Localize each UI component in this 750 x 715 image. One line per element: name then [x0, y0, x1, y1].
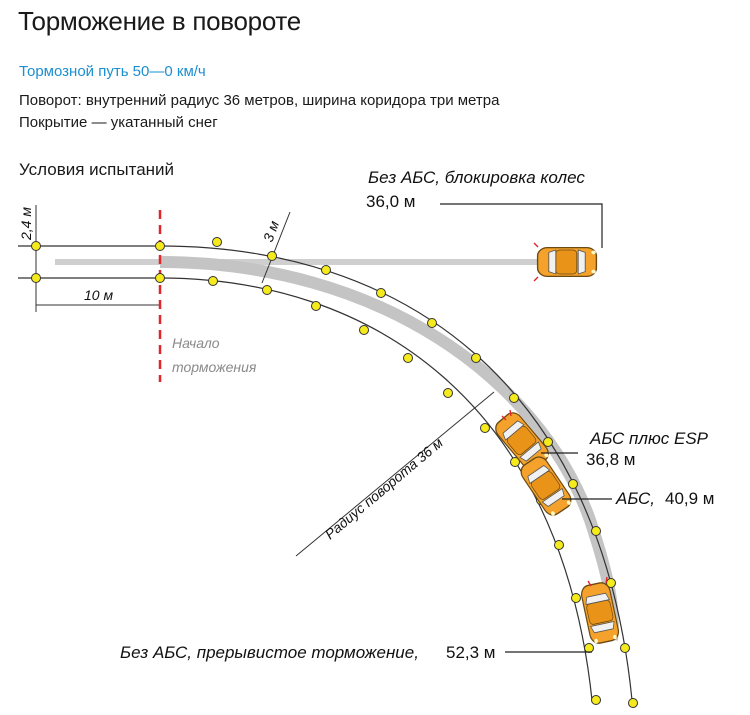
cone — [510, 457, 520, 467]
result-distance-abs-esp: 36,8 м — [586, 450, 636, 469]
radius-label: Радиус поворота 36 м — [322, 434, 446, 542]
cone — [471, 353, 481, 363]
brake-sparks — [501, 242, 608, 587]
cone — [31, 273, 41, 283]
cone — [628, 698, 638, 708]
cone — [443, 388, 453, 398]
dim-length-label: 10 м — [84, 287, 113, 303]
cone — [509, 393, 519, 403]
result-label-pulse: Без АБС, прерывистое торможение, — [120, 643, 419, 662]
cone — [267, 251, 277, 261]
section-title: Условия испытаний — [19, 160, 175, 179]
corridor-outer-boundary — [18, 245, 633, 701]
cone — [568, 479, 578, 489]
cone — [311, 301, 321, 311]
cone — [262, 285, 272, 295]
cone — [427, 318, 437, 328]
brake-start-label-2: торможения — [172, 359, 257, 375]
cone — [155, 273, 165, 283]
cone — [554, 540, 564, 550]
corridor-width-label: 3 м — [260, 218, 282, 244]
cone — [543, 437, 553, 447]
cone — [208, 276, 218, 286]
corridor-width-line — [261, 211, 291, 284]
cones — [31, 237, 638, 708]
cone — [212, 237, 222, 247]
description-turn: Поворот: внутренний радиус 36 метров, ши… — [19, 92, 500, 109]
dim-width-label: 2,4 м — [18, 207, 34, 241]
result-distance-pulse: 52,3 м — [446, 643, 496, 662]
cone — [584, 643, 594, 653]
cone — [155, 241, 165, 251]
cone — [403, 353, 413, 363]
cone — [480, 423, 490, 433]
cone — [591, 695, 601, 705]
description-surface: Покрытие — укатанный снег — [19, 114, 218, 131]
result-label-lock: Без АБС, блокировка колес — [368, 168, 585, 187]
cone — [571, 593, 581, 603]
cone — [376, 288, 386, 298]
corridor-inner-boundary — [18, 277, 593, 701]
cone — [321, 265, 331, 275]
callout-leader-lock — [440, 203, 603, 248]
car-no-abs-lock — [536, 246, 598, 278]
cone — [359, 325, 369, 335]
cone — [31, 241, 41, 251]
cone — [620, 643, 630, 653]
cone — [591, 526, 601, 536]
result-label-abs-esp: АБС плюс ESP — [589, 429, 709, 448]
page-title: Торможение в повороте — [18, 6, 301, 36]
subtitle: Тормозной путь 50—0 км/ч — [19, 63, 206, 80]
radius-line — [295, 391, 495, 557]
result-distance-lock: 36,0 м — [366, 192, 416, 211]
brake-start-label-1: Начало — [172, 335, 220, 351]
result-label-abs: АБС, — [615, 489, 655, 508]
result-distance-abs: 40,9 м — [665, 489, 715, 508]
